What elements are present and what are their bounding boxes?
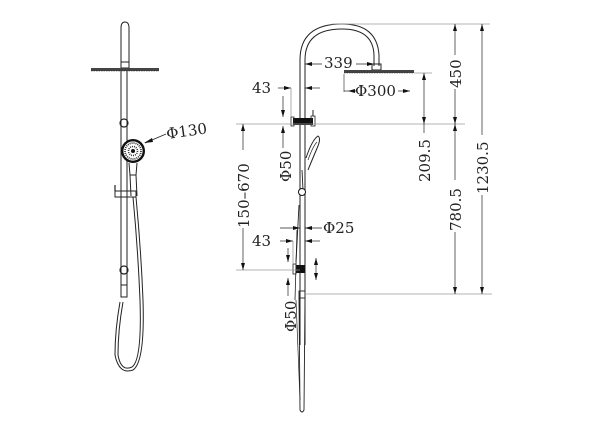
hand-shower-diameter-label: Φ130	[165, 119, 208, 143]
bracket-spacing-label: 780.5	[447, 188, 465, 231]
bottom-bracket-diameter-label: Φ50	[282, 301, 300, 332]
side-view: 339 Φ300 43 Φ50 150–670 Φ25	[235, 23, 492, 413]
head-drop-label: 209.5	[416, 139, 434, 182]
rail-diameter-label: Φ25	[323, 219, 354, 237]
slide-range-label: 150–670	[235, 163, 253, 228]
top-bracket-offset-label: 43	[252, 79, 271, 97]
slider-offset-label: 43	[252, 232, 271, 250]
head-diameter-label: Φ300	[355, 82, 396, 100]
hand-shower-icon	[121, 139, 145, 176]
top-bracket-diameter-label: Φ50	[277, 151, 295, 182]
front-view: Φ130	[91, 21, 208, 372]
arm-reach-label: 339	[324, 54, 353, 72]
head-height-label: 450	[447, 59, 465, 88]
overall-height-label: 1230.5	[474, 142, 492, 195]
